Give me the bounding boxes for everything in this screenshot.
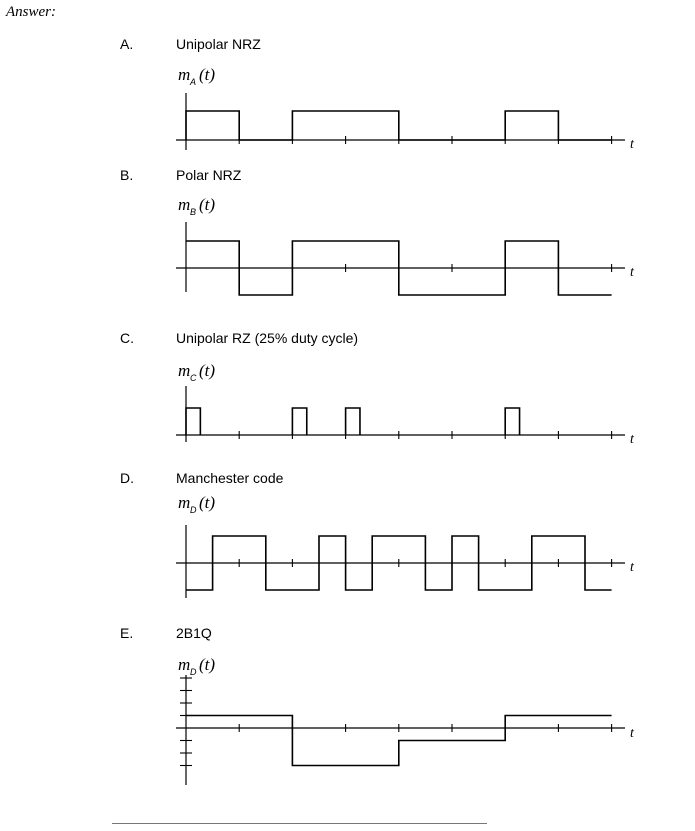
section-e-letter: E. [120, 625, 133, 641]
section-c-axis-label: t [630, 432, 635, 447]
section-d-axis-label: t [630, 560, 635, 575]
section-b: B. Polar NRZ m B (t) t [120, 167, 635, 296]
section-b-fn-t: (t) [199, 195, 215, 214]
page-rule [112, 823, 487, 824]
section-a-fn-m: m [178, 65, 190, 84]
section-b-fn-sub: B [190, 207, 196, 217]
signal-waveform [186, 535, 612, 591]
section-a-fn-t: (t) [199, 65, 215, 84]
section-a-title: Unipolar NRZ [176, 36, 261, 52]
section-b-fn-m: m [178, 195, 190, 214]
section-c-fn-t: (t) [199, 361, 215, 380]
section-b-axis-label: t [630, 265, 635, 280]
rz-pulse [344, 407, 361, 435]
section-c-fn-m: m [178, 361, 190, 380]
section-c-plot [176, 386, 625, 442]
section-b-letter: B. [120, 167, 133, 183]
section-a-fn-sub: A [189, 77, 196, 87]
signal-waveform [186, 714, 612, 767]
section-a-letter: A. [120, 36, 133, 52]
section-e-fn-m: m [178, 655, 190, 674]
answer-label: Answer: [6, 4, 56, 20]
section-d: D. Manchester code m D (t) t [120, 470, 635, 598]
section-e-fn-t: (t) [199, 655, 215, 674]
section-e-plot [176, 675, 625, 785]
section-b-title: Polar NRZ [176, 167, 242, 183]
section-e-axis-label: t [630, 726, 635, 741]
section-d-title: Manchester code [176, 470, 284, 486]
section-c-fn-sub: C [190, 373, 197, 383]
section-a: A. Unipolar NRZ m A (t) t [120, 36, 635, 152]
section-d-plot [176, 525, 625, 598]
section-d-fn-t: (t) [199, 493, 215, 512]
rz-pulse [504, 407, 521, 435]
section-e-fn-sub: D [190, 667, 197, 677]
section-c: C. Unipolar RZ (25% duty cycle) m C (t) … [120, 330, 635, 447]
section-d-fn-sub: D [190, 505, 197, 515]
section-a-axis-label: t [630, 137, 635, 152]
section-a-plot [176, 93, 625, 150]
section-e-title: 2B1Q [176, 625, 212, 641]
section-d-letter: D. [120, 470, 134, 486]
section-b-plot [176, 222, 625, 296]
section-e: E. 2B1Q m D (t) t [120, 625, 635, 785]
rz-pulse [291, 407, 308, 435]
signal-waveform [185, 110, 612, 141]
figure-page [112, 24, 682, 824]
rz-pulse [185, 407, 202, 435]
section-c-letter: C. [120, 330, 134, 346]
section-c-title: Unipolar RZ (25% duty cycle) [176, 330, 358, 346]
section-d-fn-m: m [178, 493, 190, 512]
